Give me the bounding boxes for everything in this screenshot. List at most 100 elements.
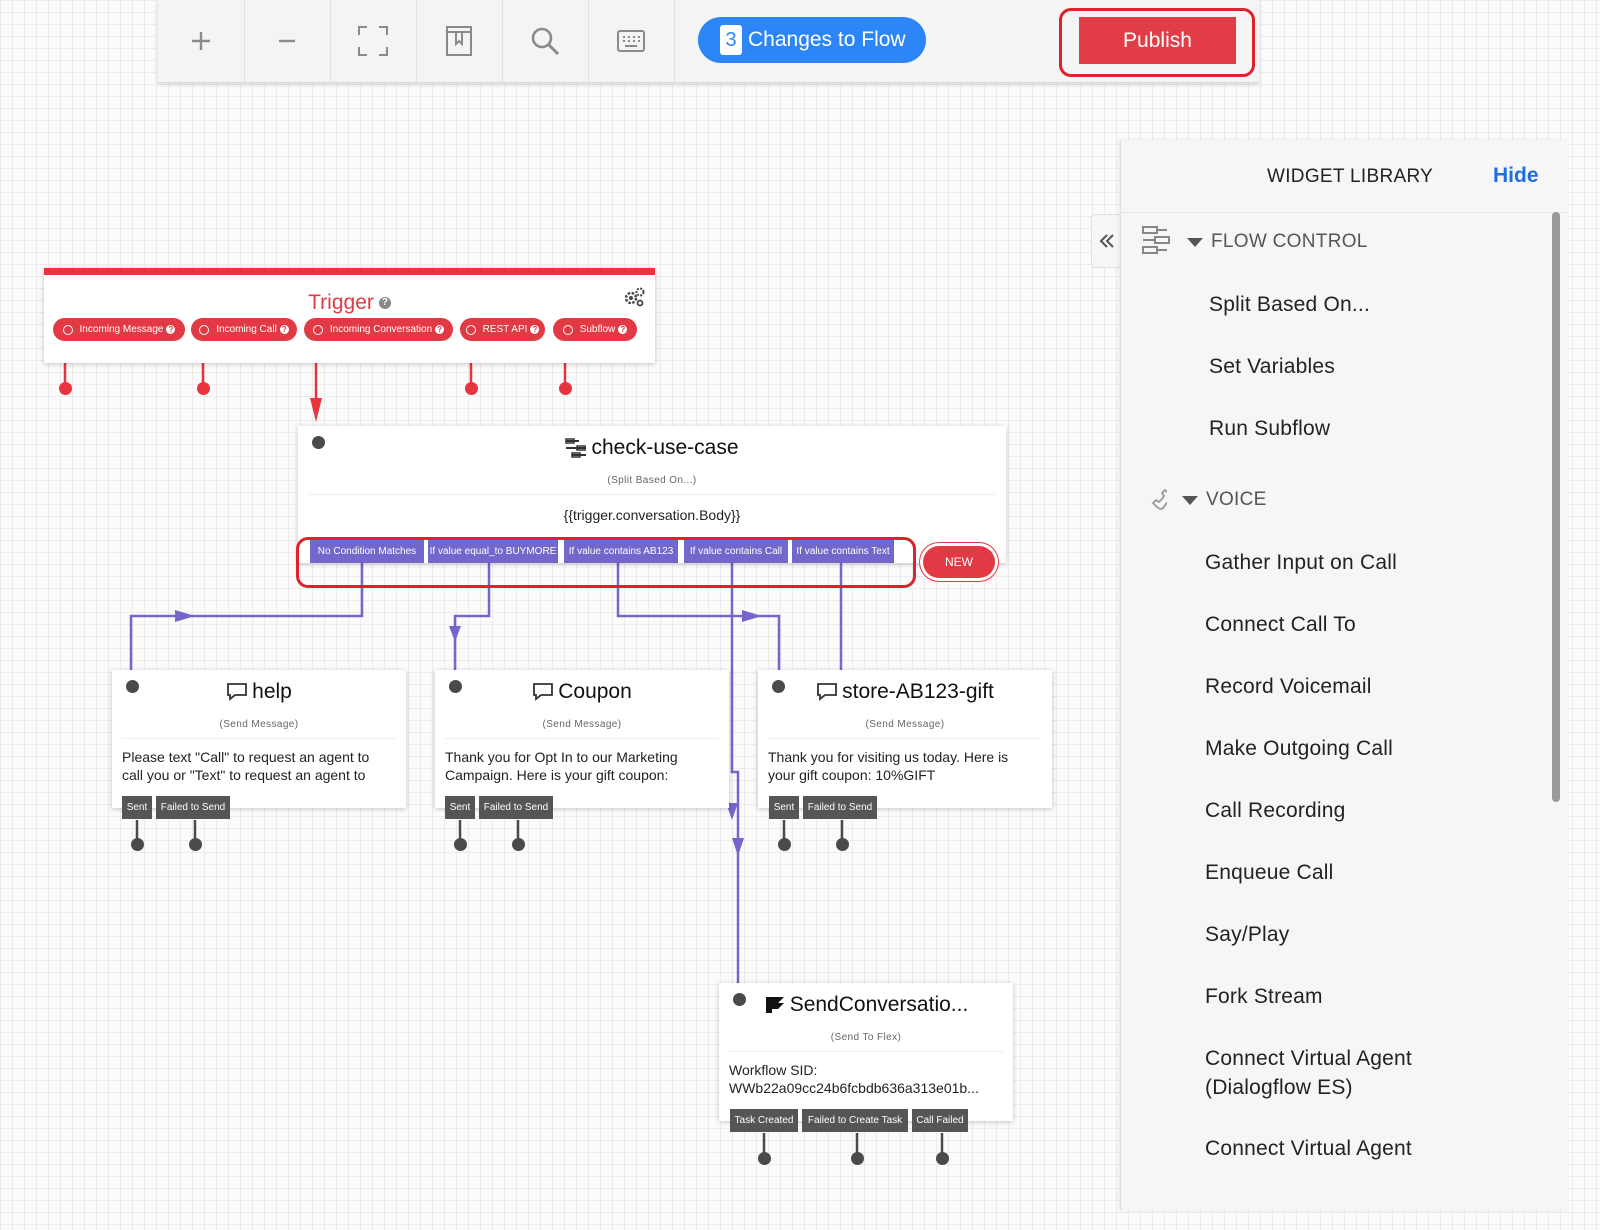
search-icon: [531, 27, 560, 56]
library-item-connect-call-to[interactable]: Connect Call To: [1205, 613, 1356, 636]
library-item-enqueue-call[interactable]: Enqueue Call: [1205, 861, 1334, 884]
transition-task-created[interactable]: Task Created: [730, 1109, 798, 1132]
new-transition-button[interactable]: NEW: [923, 546, 995, 578]
library-item-split-based-on[interactable]: Split Based On...: [1209, 293, 1370, 316]
changes-label: Changes to Flow: [748, 28, 906, 51]
coupon-body-line: Thank you for Opt In to our Marketing: [445, 749, 678, 765]
link-ab123-to-store: [616, 563, 781, 671]
zoom-out-button[interactable]: [244, 0, 331, 82]
transition-text[interactable]: If value contains Text: [792, 540, 894, 563]
section-voice[interactable]: VOICE: [1182, 489, 1267, 511]
exit-connector[interactable]: [851, 1152, 864, 1165]
flex-logo-icon: [765, 997, 784, 1013]
publish-button[interactable]: Publish: [1079, 17, 1236, 64]
exit-connector[interactable]: [936, 1152, 949, 1165]
trigger-connector-ring: [62, 324, 73, 335]
exit-connector[interactable]: [131, 838, 144, 851]
send-message-widget-help[interactable]: help (Send Message) Please text "Call" t…: [112, 670, 406, 808]
transition-failed-to-send[interactable]: Failed to Send: [803, 796, 877, 819]
trigger-incoming-conversation[interactable]: Incoming Conversation?: [304, 318, 453, 341]
send-message-widget-store-ab123-gift[interactable]: store-AB123-gift (Send Message) Thank yo…: [758, 670, 1052, 808]
flex-title: SendConversatio...: [789, 993, 969, 1016]
library-item-record-voicemail[interactable]: Record Voicemail: [1205, 675, 1372, 698]
trigger-incoming-call[interactable]: Incoming Call?: [191, 318, 297, 341]
library-item-make-outgoing-call[interactable]: Make Outgoing Call: [1205, 737, 1394, 760]
help-title: help: [252, 680, 292, 703]
entry-connector[interactable]: [733, 993, 746, 1006]
exit-connector[interactable]: [454, 838, 467, 851]
fit-to-screen-button[interactable]: [330, 0, 417, 82]
library-item-connect-virtual-agent[interactable]: Connect Virtual Agent: [1205, 1137, 1412, 1160]
chat-bubble-icon: [533, 683, 554, 701]
entry-connector[interactable]: [312, 436, 325, 449]
changes-count-badge: 3: [720, 25, 742, 55]
send-message-widget-coupon[interactable]: Coupon (Send Message) Thank you for Opt …: [435, 670, 729, 808]
store-body-line: Thank you for visiting us today. Here is: [768, 749, 1009, 765]
hide-library-button[interactable]: Hide: [1493, 164, 1539, 187]
trigger-exit-dot[interactable]: [59, 382, 72, 395]
library-item-gather-input-on-call[interactable]: Gather Input on Call: [1205, 551, 1397, 574]
settings-gears-icon[interactable]: [623, 287, 645, 307]
bookmark-button[interactable]: [416, 0, 503, 82]
library-item-call-recording[interactable]: Call Recording: [1205, 799, 1346, 822]
trigger-exit-dot[interactable]: [465, 382, 478, 395]
transition-failed-to-send[interactable]: Failed to Send: [479, 796, 553, 819]
trigger-exit-dot[interactable]: [559, 382, 572, 395]
library-item-run-subflow[interactable]: Run Subflow: [1209, 417, 1331, 440]
trigger-rest-api[interactable]: REST API?: [460, 318, 545, 341]
fullscreen-icon: [358, 26, 388, 56]
trigger-subflow[interactable]: Subflow?: [553, 318, 637, 341]
transition-sent[interactable]: Sent: [769, 796, 799, 819]
exit-connector[interactable]: [189, 838, 202, 851]
publish-highlight-ring: [1059, 8, 1255, 77]
exit-connector[interactable]: [512, 838, 525, 851]
trigger-exit-dot[interactable]: [197, 382, 210, 395]
transition-call[interactable]: If value contains Call: [684, 540, 788, 563]
transition-buymore[interactable]: If value equal_to BUYMORE: [428, 540, 558, 563]
flex-body-line: Workflow SID:: [729, 1062, 818, 1078]
coupon-subtitle: (Send Message): [542, 719, 622, 730]
help-icon: ?: [435, 325, 445, 334]
exit-connector[interactable]: [758, 1152, 771, 1165]
exit-connector[interactable]: [836, 838, 849, 851]
split-body: {{trigger.conversation.Body}}: [563, 507, 741, 523]
transition-sent[interactable]: Sent: [445, 796, 475, 819]
flex-subtitle: (Send To Flex): [830, 1032, 902, 1043]
widget-library-panel: WIDGET LIBRARY Hide FLOW CONTROL Split B…: [1120, 140, 1568, 1210]
entry-connector[interactable]: [449, 680, 462, 693]
send-to-flex-widget[interactable]: SendConversatio... (Send To Flex) Workfl…: [719, 983, 1013, 1121]
transition-sent[interactable]: Sent: [122, 796, 152, 819]
library-item-say-play[interactable]: Say/Play: [1205, 923, 1290, 946]
section-flow-control[interactable]: FLOW CONTROL: [1187, 231, 1368, 253]
trigger-connector-ring: [562, 324, 573, 335]
trigger-connector-ring: [465, 324, 476, 335]
arrow-flex-1: [726, 803, 738, 820]
transition-ab123[interactable]: If value contains AB123: [564, 540, 678, 563]
keyboard-shortcuts-button[interactable]: [588, 0, 675, 82]
trigger-connector-ring: [199, 324, 210, 335]
help-body-line: Please text "Call" to request an agent t…: [122, 749, 370, 765]
split-subtitle: (Split Based On...): [607, 475, 697, 486]
zoom-in-button[interactable]: [158, 0, 245, 82]
keyboard-icon: [617, 30, 645, 52]
library-item-set-variables[interactable]: Set Variables: [1209, 355, 1335, 378]
arrow-store: [742, 610, 762, 622]
link-call-to-flex: [730, 563, 740, 985]
entry-connector[interactable]: [772, 680, 785, 693]
double-chevron-left-icon: [1099, 234, 1114, 248]
transition-failed-to-send[interactable]: Failed to Send: [156, 796, 230, 819]
library-scrollbar[interactable]: [1552, 212, 1560, 802]
help-icon: ?: [166, 325, 176, 334]
trigger-widget[interactable]: Trigger ?: [44, 268, 655, 363]
transition-call-failed[interactable]: Call Failed: [912, 1109, 968, 1132]
entry-connector[interactable]: [126, 680, 139, 693]
transition-no-condition[interactable]: No Condition Matches: [310, 540, 424, 563]
trigger-incoming-message[interactable]: Incoming Message?: [53, 318, 185, 341]
search-button[interactable]: [502, 0, 589, 82]
exit-connector[interactable]: [778, 838, 791, 851]
library-item-connect-virtual-agent-dialogflow[interactable]: Connect Virtual Agent (Dialogflow ES): [1205, 1047, 1412, 1099]
changes-to-flow-button[interactable]: 3 Changes to Flow: [698, 17, 926, 63]
collapse-library-button[interactable]: [1091, 214, 1122, 268]
transition-failed-to-create-task[interactable]: Failed to Create Task: [802, 1109, 908, 1132]
library-item-fork-stream[interactable]: Fork Stream: [1205, 985, 1323, 1008]
